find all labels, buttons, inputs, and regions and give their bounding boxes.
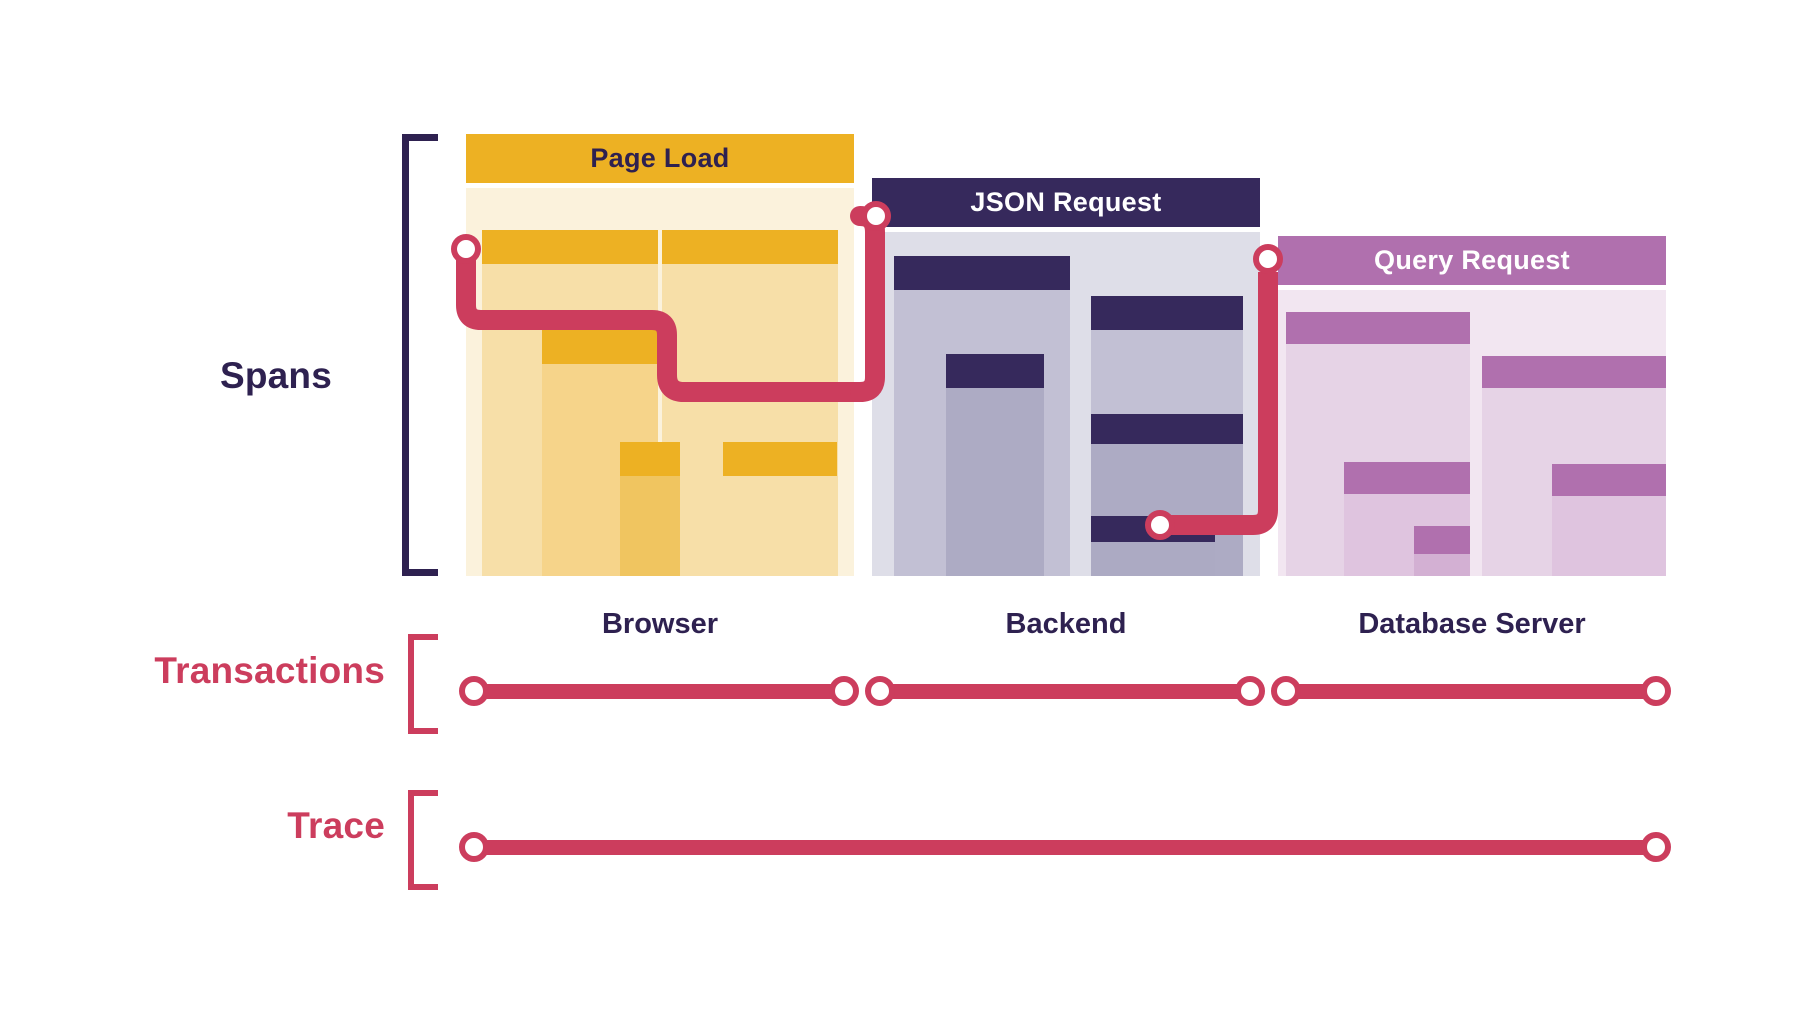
trace-row-label: Trace — [287, 805, 385, 846]
span-bar-database-4[interactable] — [1552, 464, 1666, 576]
span-bar-cap — [542, 330, 658, 364]
service-column-browser: Page Load — [466, 134, 854, 576]
transaction-node-0[interactable] — [459, 676, 489, 706]
transaction-node-3[interactable] — [1235, 676, 1265, 706]
transaction-node-1[interactable] — [829, 676, 859, 706]
spans-row-label: Spans — [219, 355, 332, 396]
span-bar-browser-3[interactable] — [620, 442, 680, 576]
span-bar-database-3[interactable] — [1414, 526, 1470, 576]
spans-bracket — [402, 134, 438, 576]
transaction-bar-2[interactable] — [1278, 684, 1648, 699]
connector-node-browser-start — [451, 234, 481, 264]
trace-bar[interactable] — [466, 840, 1648, 855]
transaction-node-2[interactable] — [865, 676, 895, 706]
span-bar-cap — [662, 230, 838, 264]
connector-node-backend-start — [861, 201, 891, 231]
span-bar-cap — [482, 230, 658, 264]
trace-node-1[interactable] — [1641, 832, 1671, 862]
span-bar-cap — [1286, 312, 1470, 344]
service-name-database: Database Server — [1358, 608, 1586, 640]
span-bar-fill — [946, 354, 1044, 576]
span-bar-browser-4[interactable] — [723, 442, 837, 576]
span-bar-cap — [1091, 414, 1243, 444]
service-column-backend: JSON Request — [872, 178, 1260, 576]
trace-bracket — [408, 790, 438, 890]
span-header-browser[interactable]: Page Load — [466, 134, 854, 183]
span-header-backend[interactable]: JSON Request — [872, 178, 1260, 227]
span-bar-cap — [1552, 464, 1666, 496]
span-bar-cap — [1414, 526, 1470, 554]
transactions-bracket — [408, 634, 438, 734]
span-header-database[interactable]: Query Request — [1278, 236, 1666, 285]
transaction-node-4[interactable] — [1271, 676, 1301, 706]
transactions-row-label: Transactions — [154, 650, 385, 691]
span-bar-cap — [1482, 356, 1666, 388]
span-body-backend — [872, 232, 1260, 576]
span-body-database — [1278, 290, 1666, 576]
service-name-browser: Browser — [601, 608, 719, 640]
connector-node-backend-db — [1145, 510, 1175, 540]
transaction-node-5[interactable] — [1641, 676, 1671, 706]
transaction-bar-0[interactable] — [466, 684, 836, 699]
trace-node-0[interactable] — [459, 832, 489, 862]
span-bar-cap — [723, 442, 837, 476]
service-column-database: Query Request — [1278, 236, 1666, 576]
span-bar-backend-2[interactable] — [946, 354, 1044, 576]
span-bar-cap — [894, 256, 1070, 290]
span-body-browser — [466, 188, 854, 576]
span-bar-cap — [1344, 462, 1470, 494]
connector-node-database-start — [1253, 244, 1283, 274]
span-bar-cap — [946, 354, 1044, 388]
span-bar-cap — [620, 442, 680, 476]
span-bar-cap — [1091, 296, 1243, 330]
transaction-bar-1[interactable] — [872, 684, 1242, 699]
service-name-backend: Backend — [1005, 608, 1127, 640]
